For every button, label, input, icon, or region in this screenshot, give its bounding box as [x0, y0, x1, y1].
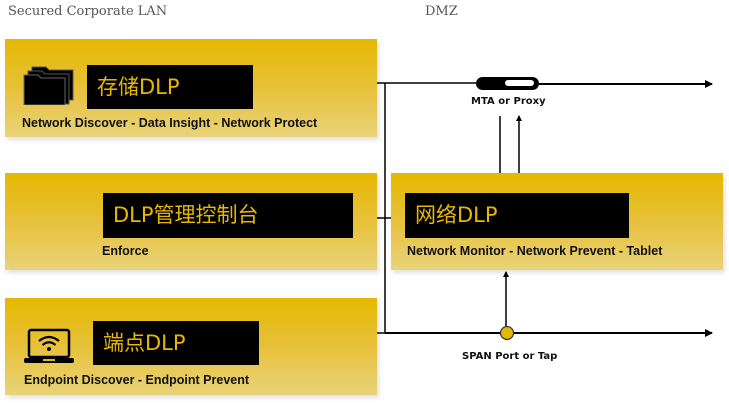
span-tap-label: SPAN Port or Tap: [462, 351, 558, 362]
enforce-products: Enforce: [102, 244, 149, 258]
zone-label-dmz: DMZ: [425, 4, 458, 19]
endpoint-dlp-title: 端点DLP: [93, 321, 259, 365]
zone-label-lan: Secured Corporate LAN: [8, 4, 168, 19]
endpoint-dlp-products: Endpoint Discover - Endpoint Prevent: [24, 373, 250, 387]
storage-dlp-title: 存储DLP: [87, 65, 253, 109]
storage-dlp-box[interactable]: 存储DLP Network Discover - Data Insight - …: [5, 39, 377, 137]
network-dlp-title: 网络DLP: [405, 193, 629, 238]
network-dlp-box[interactable]: 网络DLP Network Monitor - Network Prevent …: [391, 173, 723, 270]
storage-dlp-products: Network Discover - Data Insight - Networ…: [22, 116, 318, 130]
network-dlp-products: Network Monitor - Network Prevent - Tabl…: [407, 244, 663, 258]
mta-proxy-label: MTA or Proxy: [471, 96, 546, 107]
enforce-box[interactable]: DLP管理控制台 Enforce: [5, 173, 377, 270]
laptop-wifi-icon: [24, 328, 74, 363]
endpoint-dlp-box[interactable]: 端点DLP Endpoint Discover - Endpoint Preve…: [5, 298, 377, 395]
enforce-title: DLP管理控制台: [103, 193, 353, 238]
folders-icon: [23, 66, 74, 105]
span-tap-node-icon[interactable]: [499, 326, 515, 342]
mta-proxy-device-icon[interactable]: [475, 76, 541, 92]
